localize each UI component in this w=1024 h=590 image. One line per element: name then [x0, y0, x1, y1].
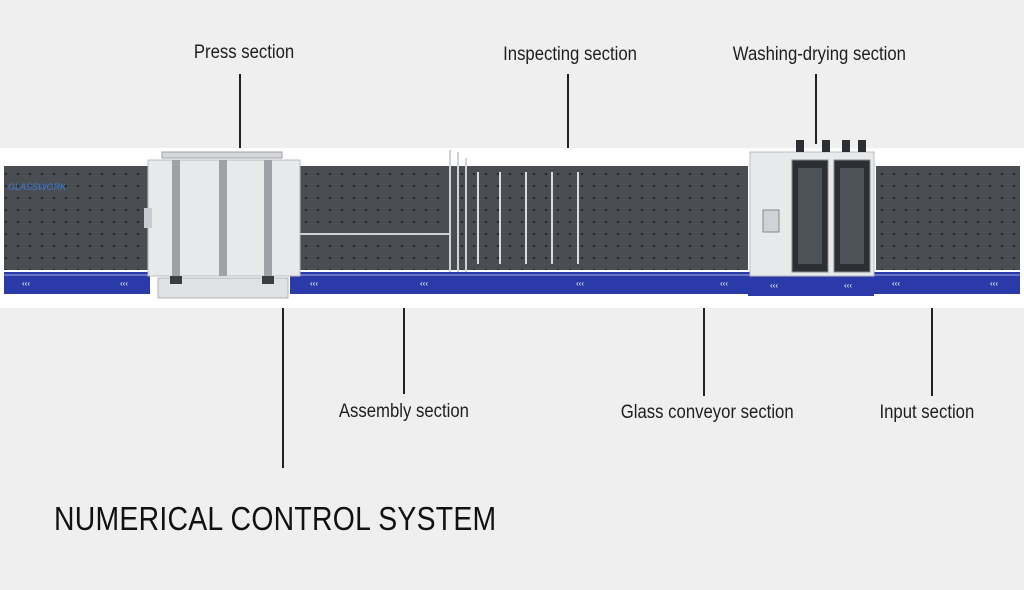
- conveyor-base-input: [874, 272, 1020, 294]
- svg-text:‹‹‹: ‹‹‹: [576, 279, 584, 288]
- glass-conveyor-section-label: Glass conveyor section: [620, 402, 794, 423]
- svg-text:‹‹‹: ‹‹‹: [892, 279, 900, 288]
- input-section-label: Input section: [879, 402, 975, 423]
- input-section-panel: [876, 166, 1020, 270]
- svg-text:‹‹‹: ‹‹‹: [22, 279, 30, 288]
- washing-drying-section-label: Washing-drying section: [732, 44, 906, 65]
- system-title: NUMERICAL CONTROL SYSTEM: [54, 500, 497, 537]
- brand-logo: GLASSWORK: [8, 182, 67, 192]
- inspecting-section-panel: [462, 166, 608, 270]
- press-leader-line: [239, 74, 241, 148]
- conveyor-base-left: [4, 272, 150, 294]
- assembly-section-label: Assembly section: [338, 401, 469, 422]
- input-leader-line: [931, 308, 933, 396]
- svg-text:‹‹‹: ‹‹‹: [844, 281, 852, 290]
- svg-text:‹‹‹: ‹‹‹: [420, 279, 428, 288]
- conveyor-leader-line: [703, 308, 705, 396]
- control-leader-line: [282, 308, 284, 468]
- press-section-label: Press section: [193, 42, 295, 63]
- conveyor-section-panel: [608, 166, 748, 270]
- svg-text:‹‹‹: ‹‹‹: [990, 279, 998, 288]
- left-panel: [4, 166, 149, 270]
- inspecting-leader-line: [567, 74, 569, 148]
- washing-leader-line: [815, 74, 817, 144]
- conveyor-base-center: [290, 272, 748, 294]
- washing-drying-housing: [749, 140, 875, 277]
- svg-text:‹‹‹: ‹‹‹: [720, 279, 728, 288]
- assembly-section-panel: [300, 166, 462, 270]
- press-housing: [144, 151, 301, 299]
- svg-text:‹‹‹: ‹‹‹: [310, 279, 318, 288]
- assembly-leader-line: [403, 308, 405, 394]
- inspecting-section-label: Inspecting section: [503, 44, 637, 65]
- svg-text:‹‹‹: ‹‹‹: [120, 279, 128, 288]
- svg-text:‹‹‹: ‹‹‹: [770, 281, 778, 290]
